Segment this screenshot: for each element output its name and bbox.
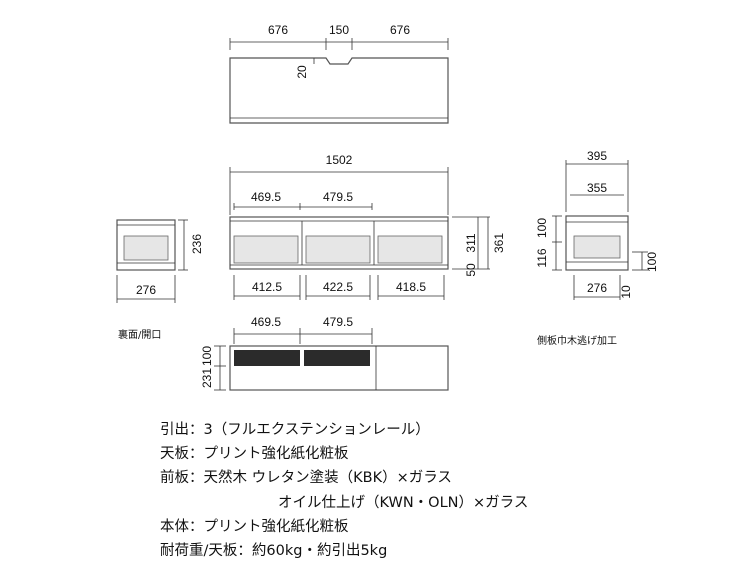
right-offset: 10 xyxy=(619,285,633,299)
spec-list: 引出：3（フルエクステンションレール） 天板：プリント強化紙化粧板 前板：天然木… xyxy=(160,418,720,563)
front-inner-width-3: 418.5 xyxy=(396,280,426,294)
left-depth: 276 xyxy=(136,283,156,297)
top-notch-depth: 20 xyxy=(295,65,309,79)
right-note: 側板巾木逃げ加工 xyxy=(537,334,617,347)
spec-front-panel: 前板：天然木 ウレタン塗装（KBK）×ガラス xyxy=(160,470,452,487)
front-height-311: 311 xyxy=(464,233,478,252)
right-depth: 276 xyxy=(587,281,607,295)
spec-load-capacity: 耐荷重/天板：約60kg・約引出5kg xyxy=(160,543,388,560)
back-height-100: 100 xyxy=(200,346,214,366)
spec-top-board: 天板：プリント強化紙化粧板 xyxy=(160,446,349,463)
left-height: 236 xyxy=(190,234,204,254)
left-side-view: 236 276 xyxy=(116,219,204,303)
front-leg-height: 50 xyxy=(464,263,478,277)
spec-body: 本体：プリント強化紙化粧板 xyxy=(160,518,349,535)
front-drawer-width-2: 479.5 xyxy=(323,190,353,204)
front-inner-width-1: 412.5 xyxy=(252,280,282,294)
top-width-right: 676 xyxy=(390,23,410,37)
back-width-1: 469.5 xyxy=(251,315,281,329)
right-height-top: 100 xyxy=(535,218,549,238)
top-view: 676 150 676 20 xyxy=(229,23,449,124)
back-view: 裏面/開口 469.5 479.5 100 231 xyxy=(118,315,449,391)
front-overall-width: 1502 xyxy=(326,153,353,167)
right-top-width: 395 xyxy=(587,149,607,163)
right-base-height: 100 xyxy=(645,252,659,272)
front-view: 1502 469.5 479.5 311 361 50 412.5 422.5 xyxy=(229,153,506,300)
spec-drawers: 引出：3（フルエクステンションレール） xyxy=(160,422,430,438)
top-width-center: 150 xyxy=(329,23,349,37)
spec-front-panel-alt: オイル仕上げ（KWN・OLN）×ガラス xyxy=(278,494,529,511)
back-view-label: 裏面/開口 xyxy=(118,328,161,341)
right-side-view: 395 355 100 116 100 276 10 側板巾木逃げ加工 xyxy=(535,149,659,347)
front-drawer-width-1: 469.5 xyxy=(251,190,281,204)
front-inner-width-2: 422.5 xyxy=(323,280,353,294)
back-width-2: 479.5 xyxy=(323,315,353,329)
right-height-mid: 116 xyxy=(535,248,549,267)
back-height-231: 231 xyxy=(200,368,214,388)
front-height-361: 361 xyxy=(492,233,506,253)
right-inner-width: 355 xyxy=(587,181,607,195)
top-width-left: 676 xyxy=(268,23,288,37)
dimension-drawing: 676 150 676 20 1502 469.5 479.5 311 361 … xyxy=(116,23,659,391)
